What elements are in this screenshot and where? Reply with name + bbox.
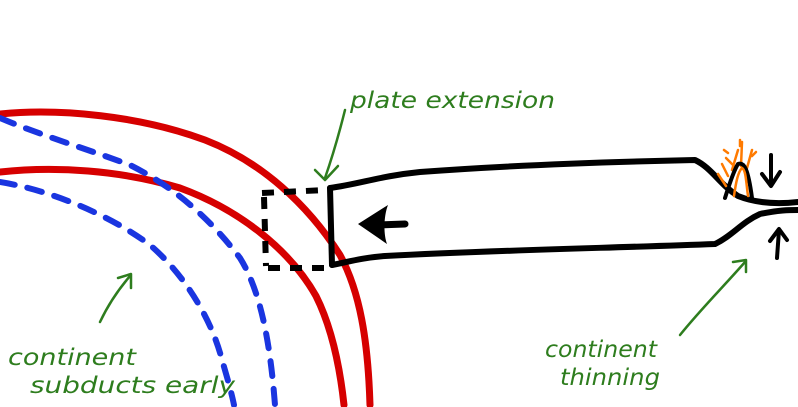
- continent-subducts-label-line1: continent: [8, 345, 137, 371]
- dashed-boundary-outer: [0, 115, 278, 407]
- volcano-icon: [716, 138, 758, 200]
- plate-extension-label: plate extension: [349, 88, 555, 114]
- plate-left-edge: [327, 185, 335, 268]
- extension-left-dashes: [261, 196, 269, 267]
- up-arrow-icon: [768, 227, 789, 260]
- dashed-boundaries: [0, 115, 278, 407]
- curved-plate: [0, 108, 374, 407]
- annotation-arrows: [98, 108, 748, 337]
- plate-top-edge: [327, 157, 798, 207]
- subducts-pointer: [98, 272, 133, 324]
- left-arrow-icon: [358, 205, 409, 244]
- plate-bottom-edge: [329, 207, 798, 268]
- thinning-pointer: [678, 258, 748, 337]
- continent-thinning-label-line2: thinning: [560, 365, 660, 391]
- plate-outer-boundary: [0, 108, 374, 407]
- plate-inner-boundary: [0, 165, 348, 407]
- plate-extension-zone: [261, 187, 330, 271]
- continent-thinning-label-line1: continent: [545, 337, 658, 363]
- extension-top-dashes: [261, 187, 327, 196]
- down-arrow-icon: [760, 153, 782, 188]
- plate-extension-pointer: [313, 108, 347, 182]
- extending-plate: [327, 157, 798, 268]
- dashed-boundary-inner: [0, 179, 237, 407]
- continent-subducts-label-line2: subducts early: [30, 373, 235, 399]
